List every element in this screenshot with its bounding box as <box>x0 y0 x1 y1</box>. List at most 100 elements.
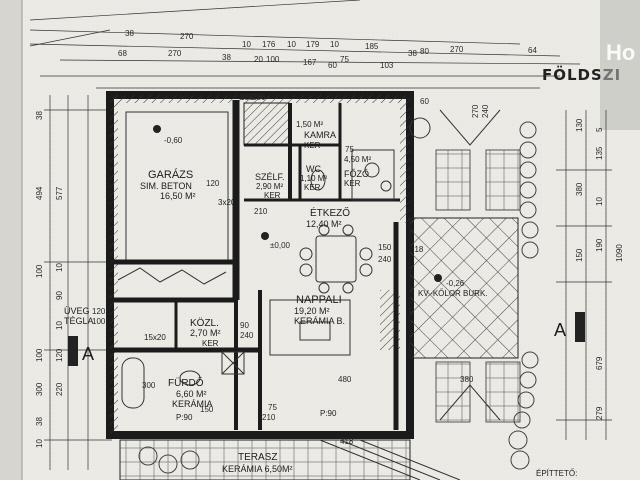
room-furdo-area: 6,60 M² <box>176 389 207 399</box>
room-etkezo-area: 12,40 M² <box>306 219 342 229</box>
dim-int-8: 90 <box>240 321 249 330</box>
elevation-garage: -0,60 <box>164 136 183 145</box>
client-note: ÉPÍTTETŐ: <box>536 469 577 478</box>
dim-int-2: 155 <box>240 93 254 102</box>
dim-left-8: 100 <box>35 348 44 362</box>
dim-top-1: 38 <box>125 29 134 38</box>
fixtures <box>121 117 431 409</box>
section-marker-right: A <box>554 312 585 342</box>
label-tegla: TÉGLA <box>64 316 94 326</box>
room-terasz-name: TERASZ <box>238 452 277 463</box>
room-szel-area: 2,90 M² <box>256 182 283 191</box>
dim-int-13: 418 <box>340 437 354 446</box>
dim-int-16: 240 <box>481 104 490 118</box>
dim-int-19: 210 <box>262 413 276 422</box>
room-szel-name: SZÉLF. <box>255 172 285 182</box>
room-szel-finish: KER <box>264 191 281 200</box>
room-kozl-area: 2,70 M² <box>190 328 221 338</box>
dim-left-9: 120 <box>55 348 64 362</box>
room-kamra-name: KAMRA <box>304 130 336 140</box>
room-kozl-finish: KER <box>202 339 219 348</box>
room-garazs-name: GARÁZS <box>148 168 193 181</box>
elevation-outside: -0,26 <box>446 279 465 288</box>
dim-left-4: 100 <box>35 264 44 278</box>
dim-top2-7: 60 <box>328 61 337 70</box>
room-nappali-area: 19,20 M² <box>294 306 330 316</box>
dim-right-5: 10 <box>595 197 604 206</box>
dim-int-7: 240 <box>378 255 392 264</box>
dim-int-1: 60 <box>420 97 429 106</box>
dim-int-3: 75 <box>345 145 354 154</box>
door-p90-a: P:90 <box>176 413 193 422</box>
dim-top2-6: 167 <box>303 58 317 67</box>
dim-top2-3: 38 <box>222 53 231 62</box>
dim-right-2: 5 <box>595 127 604 132</box>
hedge-row <box>508 121 539 470</box>
dim-left-3: 38 <box>35 111 44 120</box>
room-garazs-area: 16,50 M² <box>160 191 196 201</box>
dim-top-3: 10 <box>242 40 251 49</box>
dim-top2-10: 38 <box>408 49 417 58</box>
room-kozl-name: KÖZL. <box>190 317 219 329</box>
dim-right-8: 1090 <box>615 244 624 262</box>
dim-left-2: 577 <box>55 186 64 200</box>
room-wc-area: 1,10 M² <box>300 174 327 183</box>
dim-int-12: 380 <box>460 375 474 384</box>
room-fozo-name: FŐZŐ <box>344 169 369 179</box>
dim-top2-5: 100 <box>266 55 280 64</box>
door-15x20: 15x20 <box>144 333 166 342</box>
paving-area <box>409 109 521 423</box>
door-3x20: 3x20 <box>218 198 236 207</box>
paving-label: KV.-KŐLOR BURK. <box>418 289 488 298</box>
watermark-text: Ho <box>606 40 635 65</box>
elevation-markers <box>153 125 442 282</box>
garage-step-lines <box>117 267 227 285</box>
top-dimension-lines <box>29 0 581 89</box>
dim-top-4: 176 <box>262 40 276 49</box>
elevation-zero: ±0,00 <box>270 241 291 250</box>
dim-right-7: 190 <box>595 238 604 252</box>
dim-int-9: 240 <box>240 331 254 340</box>
label-uveg-value: 120 <box>92 307 106 316</box>
dim-int-6: 150 <box>378 243 392 252</box>
dim-int-4: 210 <box>254 207 268 216</box>
dim-top-10: 64 <box>528 46 537 55</box>
dim-right-1: 130 <box>575 118 584 132</box>
room-wc-name: WC <box>306 164 321 174</box>
dim-top-2: 270 <box>180 32 194 41</box>
dim-right-3: 135 <box>595 146 604 160</box>
dim-right-9: 679 <box>595 356 604 370</box>
room-terasz-area: KERÁMIA 6,50M² <box>222 464 293 474</box>
room-nappali-name: NAPPALI <box>296 294 342 306</box>
dim-left-12: 38 <box>35 417 44 426</box>
dim-int-5: 120 <box>206 179 220 188</box>
bottom-terrace <box>119 439 461 480</box>
section-marker-left: A <box>68 336 94 366</box>
dim-left-11: 220 <box>55 382 64 396</box>
dim-top2-8: 75 <box>340 55 349 64</box>
dim-left-10: 300 <box>35 382 44 396</box>
label-tegla-value: 100 <box>92 317 106 326</box>
dim-top2-11: 80 <box>420 47 429 56</box>
label-uveg: ÜVEG <box>64 306 90 316</box>
dim-int-15: 270 <box>471 104 480 118</box>
page-binding <box>0 0 22 480</box>
dim-right-6: 150 <box>575 248 584 262</box>
svg-text:A: A <box>554 320 566 340</box>
dim-left-5: 10 <box>55 263 64 272</box>
dim-left-7: 10 <box>55 321 64 330</box>
dim-top-7: 10 <box>330 40 339 49</box>
dim-top2-4: 20 <box>254 55 263 64</box>
room-nappali-finish: KERÁMIA B. <box>294 316 345 326</box>
dim-left-1: 494 <box>35 186 44 200</box>
door-2x18: 2x18 <box>406 245 424 254</box>
dim-top2-9: 103 <box>380 61 394 70</box>
dim-int-10: 300 <box>142 381 156 390</box>
room-garazs-finish: SIM. BETON <box>140 181 192 191</box>
dim-top-5: 10 <box>287 40 296 49</box>
dim-right-10: 279 <box>595 406 604 420</box>
room-furdo-finish: KERÁMIA <box>172 399 213 409</box>
dim-left-6: 90 <box>55 291 64 300</box>
right-dimension-lines <box>556 110 612 440</box>
